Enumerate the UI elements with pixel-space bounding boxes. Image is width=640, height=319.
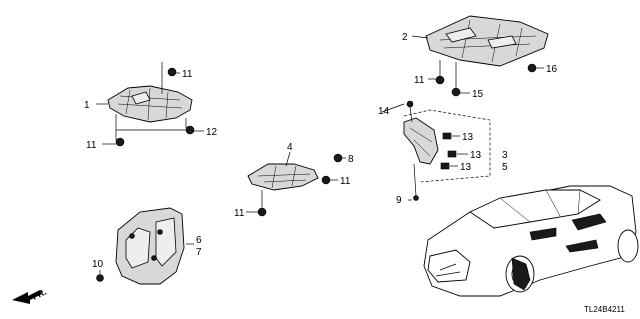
part-6-7-mud-guard bbox=[115, 207, 185, 285]
vehicle-illustration bbox=[423, 185, 639, 297]
diagram-code: TL24B4211 bbox=[584, 305, 625, 314]
callout-11-c: 11 bbox=[414, 75, 425, 86]
callout-labels: 11 1 11 12 2 11 15 16 14 13 13 13 3 5 9 … bbox=[31, 32, 626, 314]
callout-2: 2 bbox=[402, 32, 408, 43]
part-3-5-bracket bbox=[403, 100, 439, 201]
callout-8: 8 bbox=[348, 154, 354, 165]
group-box-3-5 bbox=[403, 109, 491, 183]
callout-13-b: 13 bbox=[470, 150, 482, 161]
callout-16: 16 bbox=[546, 64, 558, 75]
callout-11-b: 11 bbox=[86, 140, 97, 151]
callout-13-c: 13 bbox=[460, 162, 472, 173]
direction-label: FR. bbox=[31, 287, 48, 302]
callout-14: 14 bbox=[378, 106, 390, 117]
front-direction-arrow bbox=[12, 290, 42, 304]
callout-9: 9 bbox=[396, 195, 402, 206]
callout-11-a: 11 bbox=[182, 69, 193, 80]
callout-5: 5 bbox=[502, 162, 508, 173]
part-1-splash-shield bbox=[107, 85, 193, 123]
callout-11-e: 11 bbox=[234, 208, 245, 219]
callout-6: 6 bbox=[196, 235, 202, 246]
callout-13-a: 13 bbox=[462, 132, 474, 143]
callout-11-d: 11 bbox=[340, 176, 351, 187]
callout-12: 12 bbox=[206, 127, 218, 138]
part-2-engine-undercover bbox=[425, 15, 549, 67]
callout-10: 10 bbox=[92, 259, 104, 270]
leader-lines bbox=[96, 35, 544, 274]
part-4-small-splash-shield bbox=[247, 163, 319, 191]
callout-15: 15 bbox=[472, 89, 484, 100]
callout-3: 3 bbox=[502, 150, 508, 161]
callout-1: 1 bbox=[84, 100, 90, 111]
callout-4: 4 bbox=[287, 142, 293, 153]
callout-7: 7 bbox=[196, 247, 202, 258]
